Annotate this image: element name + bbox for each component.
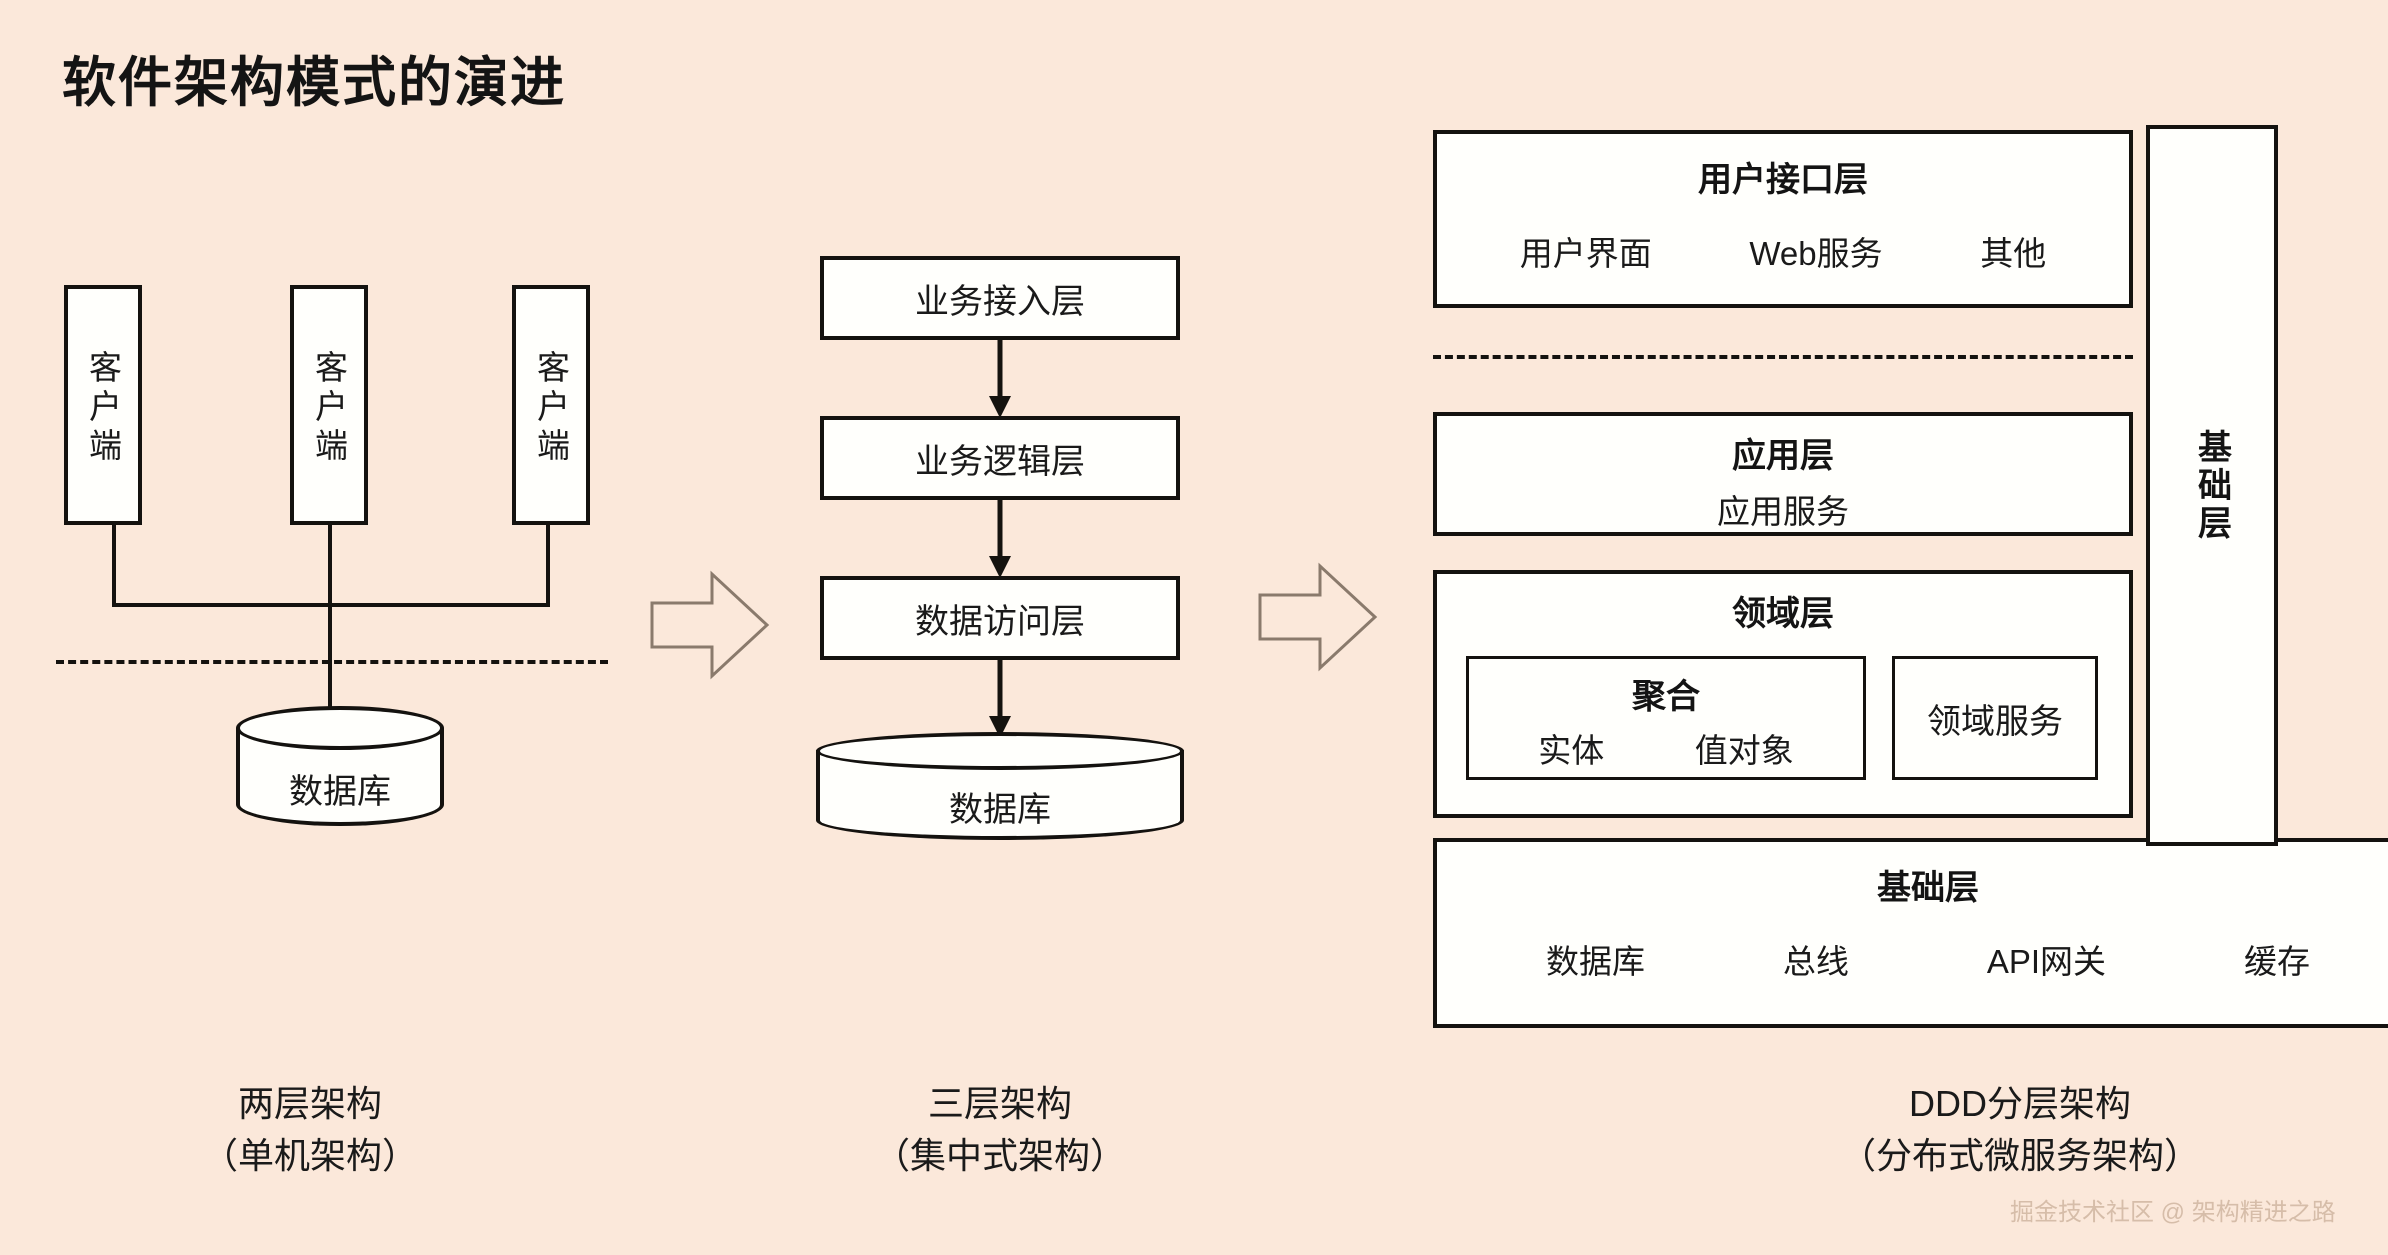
- three-tier-caption-line1: 三层架构: [927, 1083, 1072, 1124]
- ddd-caption-line2: （分布式微服务架构）: [1839, 1135, 2200, 1177]
- ddd-caption: DDD分层架构 （分布式微服务架构）: [1740, 1078, 2300, 1182]
- three-tier-layer-2-label: 业务逻辑层: [915, 442, 1085, 481]
- database-cylinder-icon-2: 数据库: [816, 732, 1184, 840]
- ddd-application-layer: 应用层 应用服务: [1433, 412, 2133, 536]
- three-tier-layer-2: 业务逻辑层: [820, 416, 1180, 500]
- ddd-infrastructure-column: 基础层: [2146, 125, 2278, 846]
- three-tier-layer-3: 数据访问层: [820, 576, 1180, 660]
- client-1-connector-vertical: [112, 525, 116, 607]
- ddd-infra-item-1: 数据库: [1545, 943, 1645, 980]
- ddd-aggregate-items: 实体 值对象: [1469, 724, 1863, 772]
- client-box-1-label: 客户端: [84, 349, 122, 467]
- block-arrow-right-icon-1: [650, 570, 770, 680]
- database-cylinder-icon: 数据库: [236, 706, 444, 826]
- ddd-infrastructure-layer-title: 基础层: [1877, 869, 1979, 907]
- client-2-connector-vertical: [328, 525, 332, 755]
- block-arrow-right-icon-2: [1258, 562, 1378, 672]
- ddd-caption-line1: DDD分层架构: [1909, 1083, 2131, 1124]
- three-tier-caption: 三层架构 （集中式架构）: [820, 1078, 1180, 1182]
- ddd-user-interface-layer-items: 用户界面 Web服务 其他: [1437, 227, 2129, 275]
- ddd-dashed-separator: [1433, 355, 2133, 359]
- ddd-ui-item-2: Web服务: [1749, 235, 1883, 272]
- ddd-infra-item-3: API网关: [1986, 943, 2107, 980]
- client-box-3-label: 客户端: [532, 349, 570, 467]
- ddd-domain-layer-title: 领域层: [1732, 595, 1834, 633]
- two-tier-caption: 两层架构 （单机架构）: [130, 1078, 490, 1182]
- ddd-application-layer-items: 应用服务: [1437, 485, 2129, 533]
- client-box-1: 客户端: [64, 285, 142, 525]
- client-box-2-label: 客户端: [310, 349, 348, 467]
- ddd-ui-item-3: 其他: [1980, 235, 2047, 272]
- ddd-application-item-1: 应用服务: [1717, 493, 1849, 530]
- three-tier-layer-1-label: 业务接入层: [915, 282, 1085, 321]
- ddd-aggregate-box: 聚合 实体 值对象: [1466, 656, 1866, 780]
- ddd-infrastructure-layer: 基础层 数据库 总线 API网关 缓存: [1433, 838, 2388, 1028]
- arrow-down-icon-3: [989, 660, 1011, 738]
- ddd-ui-item-1: 用户界面: [1519, 235, 1652, 272]
- page-title: 软件架构模式的演进: [62, 53, 566, 113]
- ddd-infra-item-2: 总线: [1782, 943, 1849, 980]
- two-tier-caption-line2: （单机架构）: [201, 1135, 418, 1177]
- ddd-domain-service-box: 领域服务: [1892, 656, 2098, 780]
- ddd-application-layer-title: 应用层: [1732, 437, 1834, 475]
- ddd-domain-service-label: 领域服务: [1927, 702, 2063, 741]
- two-tier-database-label: 数据库: [289, 773, 391, 811]
- ddd-infrastructure-column-label: 基础层: [2192, 428, 2231, 543]
- ddd-aggregate-title: 聚合: [1632, 677, 1700, 716]
- client-box-3: 客户端: [512, 285, 590, 525]
- arrow-down-icon-2: [989, 500, 1011, 578]
- client-box-2: 客户端: [290, 285, 368, 525]
- client-3-connector-vertical: [546, 525, 550, 607]
- ddd-aggregate-item-1: 实体: [1538, 731, 1605, 769]
- three-tier-caption-line2: （集中式架构）: [873, 1135, 1126, 1177]
- ddd-infra-item-4: 缓存: [2243, 943, 2310, 980]
- three-tier-layer-1: 业务接入层: [820, 256, 1180, 340]
- three-tier-layer-3-label: 数据访问层: [915, 602, 1085, 641]
- client-bus-horizontal: [112, 603, 550, 607]
- ddd-aggregate-item-2: 值对象: [1694, 731, 1794, 769]
- two-tier-caption-line1: 两层架构: [237, 1083, 382, 1124]
- three-tier-database-label: 数据库: [949, 791, 1051, 829]
- ddd-user-interface-layer: 用户接口层 用户界面 Web服务 其他: [1433, 130, 2133, 308]
- two-tier-dashed-separator: [56, 660, 608, 664]
- arrow-down-icon-1: [989, 340, 1011, 418]
- watermark: 掘金技术社区 @ 架构精进之路: [2010, 1199, 2336, 1226]
- ddd-user-interface-layer-title: 用户接口层: [1698, 161, 1868, 199]
- ddd-infrastructure-layer-items: 数据库 总线 API网关 缓存: [1437, 935, 2388, 983]
